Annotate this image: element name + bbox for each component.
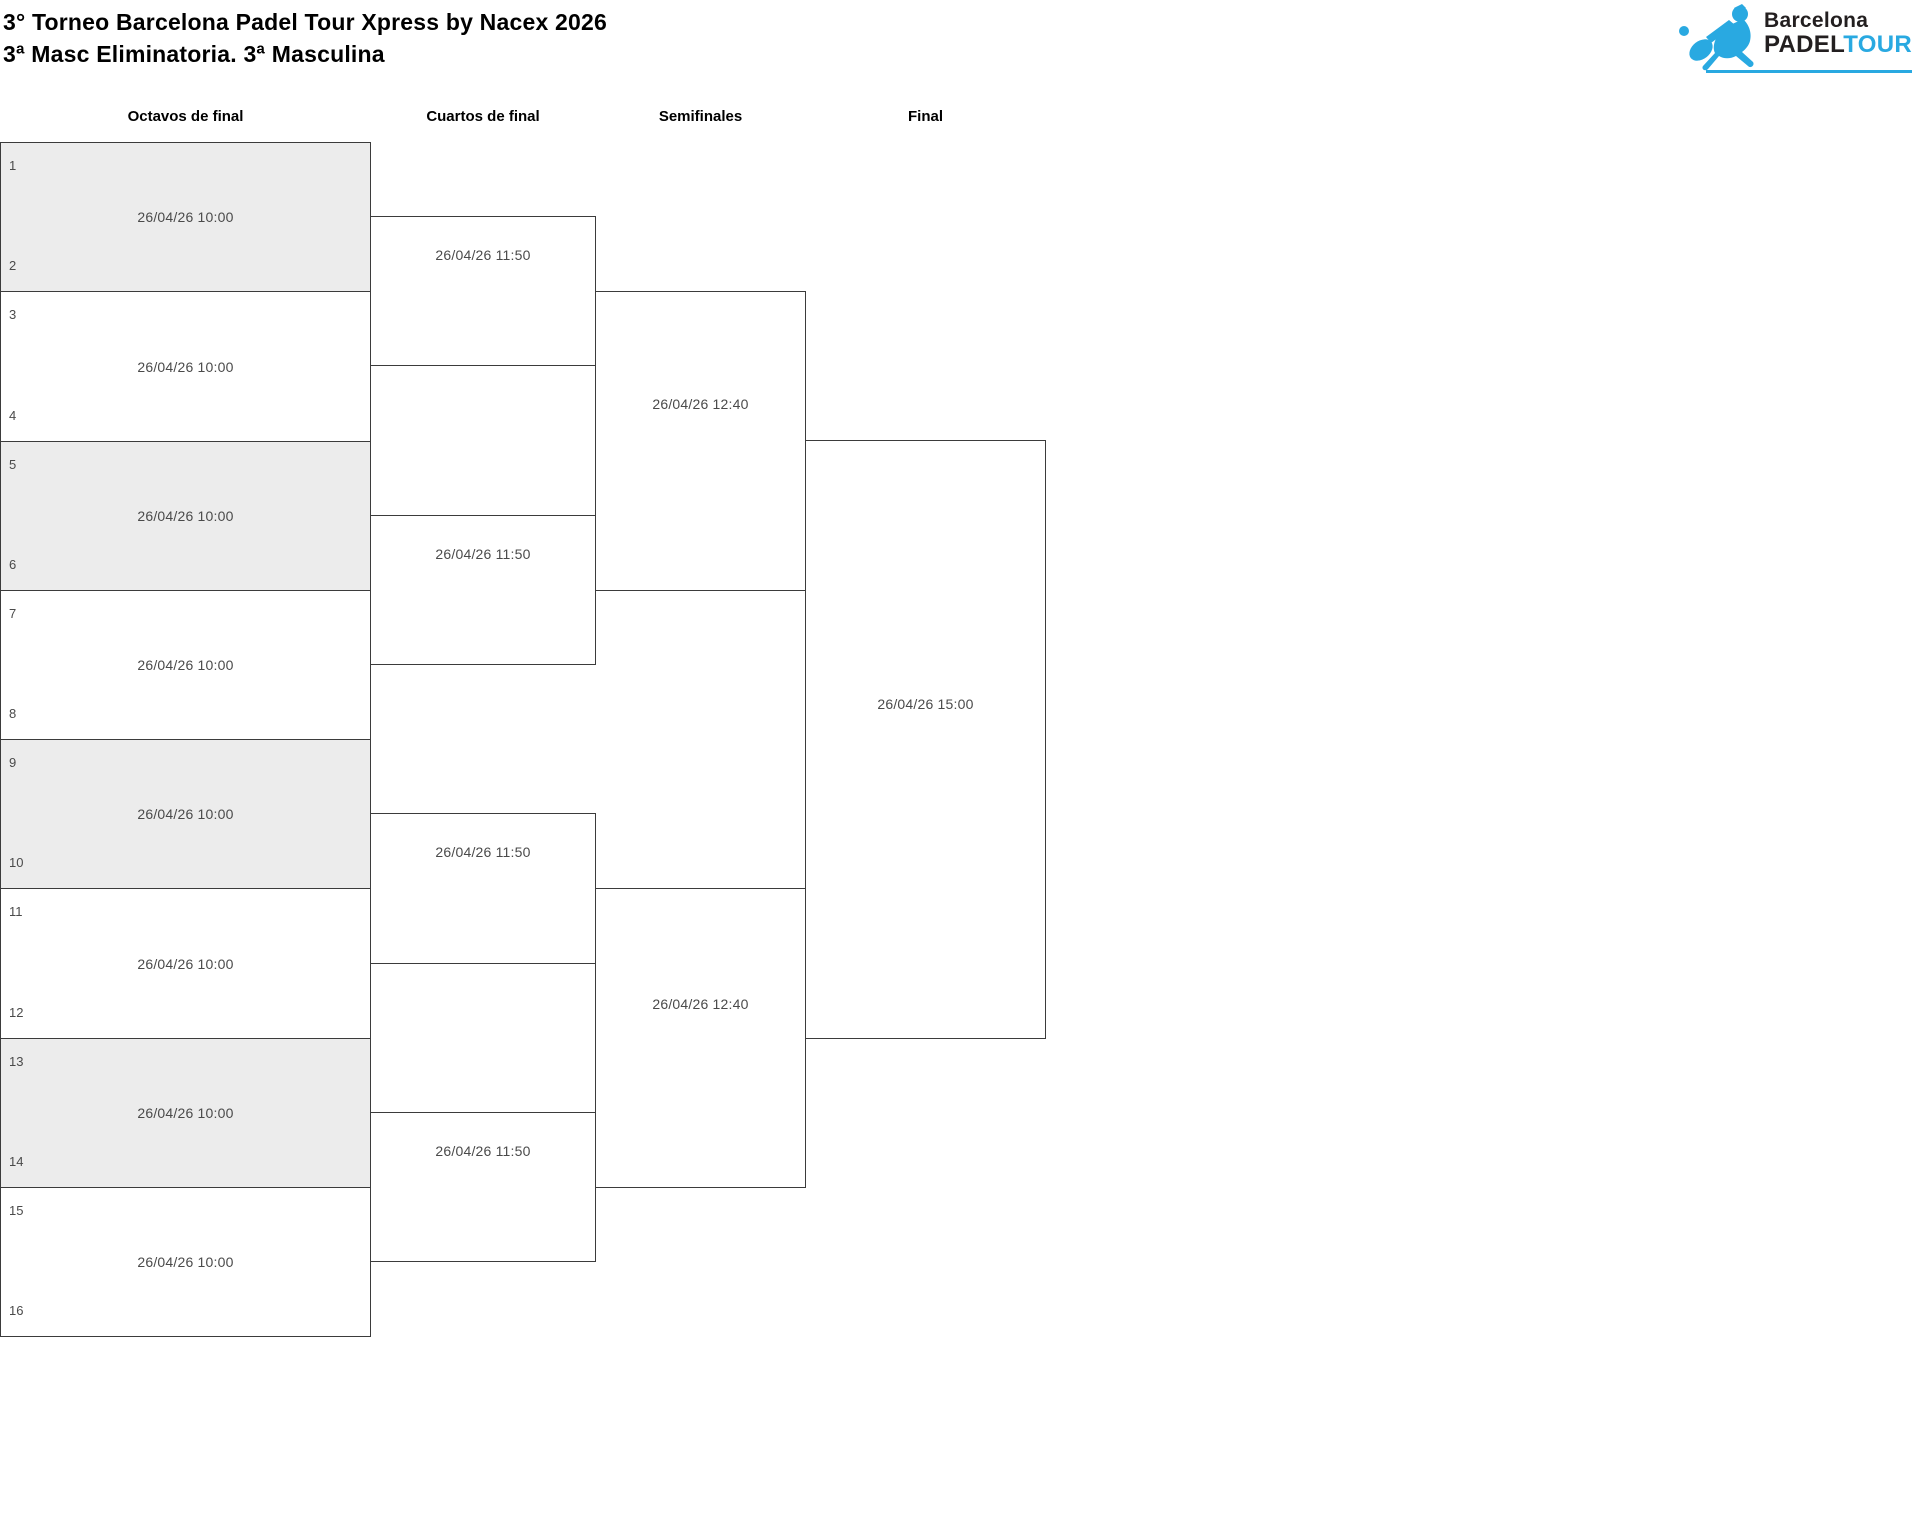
logo-text-padeltour: PADELTOUR	[1764, 33, 1912, 57]
match-datetime: 26/04/26 11:50	[435, 844, 531, 860]
cuartos-match-2: 26/04/26 11:50	[370, 515, 596, 665]
octavos-match-3: 5 6 26/04/26 10:00	[0, 441, 371, 591]
octavos-match-6: 11 12 26/04/26 10:00	[0, 888, 371, 1039]
round-header-semifinales: Semifinales	[658, 108, 743, 125]
match-datetime: 26/04/26 10:00	[137, 209, 234, 225]
round-header-octavos: Octavos de final	[127, 108, 244, 125]
cuartos-match-1: 26/04/26 11:50	[370, 216, 596, 366]
seed-number: 5	[9, 457, 17, 472]
round-header-final: Final	[907, 108, 943, 125]
octavos-match-7: 13 14 26/04/26 10:00	[0, 1038, 371, 1188]
logo-underline	[1706, 70, 1912, 73]
match-datetime: 26/04/26 11:50	[435, 546, 531, 562]
logo-wordmark: Barcelona PADELTOUR	[1764, 10, 1912, 57]
seed-number: 13	[9, 1054, 24, 1069]
match-datetime: 26/04/26 10:00	[137, 1105, 234, 1121]
match-datetime: 26/04/26 10:00	[137, 508, 234, 524]
category-subtitle: 3ª Masc Eliminatoria. 3ª Masculina	[3, 41, 385, 67]
page-title-block: 3° Torneo Barcelona Padel Tour Xpress by…	[3, 6, 607, 70]
seed-number: 16	[9, 1303, 24, 1318]
seed-number: 2	[9, 258, 17, 273]
seed-number: 4	[9, 408, 17, 423]
seed-number: 12	[9, 1005, 24, 1020]
seed-number: 7	[9, 606, 17, 621]
semifinal-match-1: 26/04/26 12:40	[595, 291, 806, 591]
logo-text-padel: PADEL	[1764, 31, 1844, 58]
match-datetime: 26/04/26 15:00	[877, 696, 974, 712]
seed-number: 3	[9, 307, 17, 322]
barcelona-padel-tour-logo: Barcelona PADELTOUR	[1678, 4, 1918, 76]
match-datetime: 26/04/26 10:00	[137, 1254, 234, 1270]
final-match: 26/04/26 15:00	[805, 440, 1046, 1039]
seed-number: 11	[9, 904, 23, 919]
seed-number: 14	[9, 1154, 24, 1169]
cuartos-match-3: 26/04/26 11:50	[370, 813, 596, 964]
tournament-title: 3° Torneo Barcelona Padel Tour Xpress by…	[3, 9, 608, 35]
octavos-match-5: 9 10 26/04/26 10:00	[0, 739, 371, 889]
match-datetime: 26/04/26 11:50	[435, 1143, 531, 1159]
match-datetime: 26/04/26 12:40	[652, 996, 749, 1012]
logo-text-barcelona: Barcelona	[1764, 9, 1869, 32]
seed-number: 9	[9, 755, 17, 770]
logo-text-tour: TOUR	[1843, 31, 1913, 58]
match-datetime: 26/04/26 10:00	[137, 955, 234, 972]
octavos-match-8: 15 16 26/04/26 10:00	[0, 1187, 371, 1337]
seed-number: 10	[9, 855, 24, 870]
seed-number: 6	[9, 557, 17, 572]
match-datetime: 26/04/26 10:00	[137, 806, 234, 822]
match-datetime: 26/04/26 10:00	[137, 358, 234, 375]
octavos-match-1: 1 2 26/04/26 10:00	[0, 142, 371, 292]
padel-player-icon	[1679, 4, 1754, 71]
match-datetime: 26/04/26 11:50	[435, 247, 531, 263]
octavos-match-2: 3 4 26/04/26 10:00	[0, 291, 371, 442]
match-datetime: 26/04/26 10:00	[137, 657, 234, 673]
seed-number: 8	[9, 706, 17, 721]
round-header-cuartos: Cuartos de final	[426, 108, 540, 125]
seed-number: 15	[9, 1203, 24, 1218]
seed-number: 1	[9, 158, 17, 173]
octavos-match-4: 7 8 26/04/26 10:00	[0, 590, 371, 740]
cuartos-match-4: 26/04/26 11:50	[370, 1112, 596, 1262]
match-datetime: 26/04/26 12:40	[652, 396, 749, 412]
semifinal-match-2: 26/04/26 12:40	[595, 888, 806, 1188]
